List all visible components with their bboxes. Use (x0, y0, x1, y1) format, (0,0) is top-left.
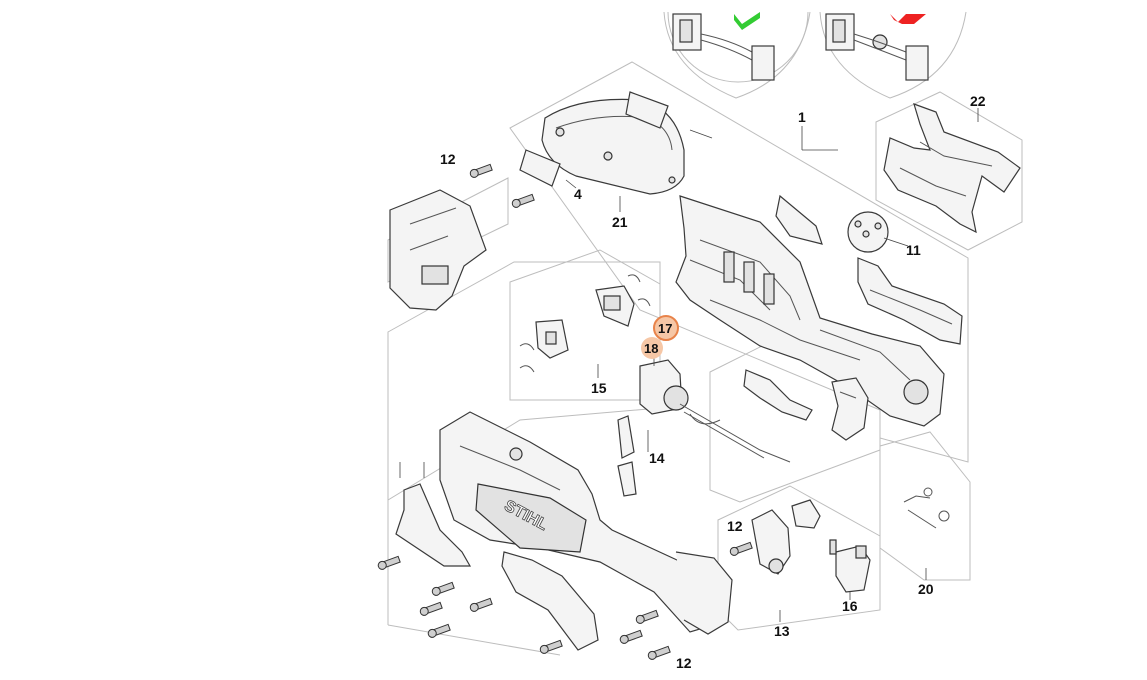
frame-1 (509, 61, 969, 463)
part-disc[interactable] (847, 211, 889, 253)
label-part-4[interactable]: 4 (574, 186, 582, 202)
label-part-21[interactable]: 21 (612, 214, 628, 230)
part-side-panels[interactable] (883, 103, 1021, 234)
detail-circle-error (819, 11, 967, 99)
hotspot-18-circle (641, 337, 663, 359)
label-part-12-mid[interactable]: 12 (727, 518, 743, 534)
label-part-18: 18 (644, 341, 658, 356)
frame-18 (509, 249, 661, 401)
label-part-17: 17 (658, 321, 672, 336)
label-part-13[interactable]: 13 (774, 623, 790, 639)
part-side-cover[interactable] (857, 257, 963, 345)
detail-circle-ok (663, 11, 811, 99)
part-handle-block[interactable] (389, 189, 487, 311)
frame-20 (879, 431, 971, 581)
frame-22 (875, 91, 1023, 251)
part-clip-14[interactable] (617, 415, 637, 497)
part-sticker-left[interactable] (519, 149, 561, 187)
part-sticker-top[interactable] (625, 91, 669, 129)
leader-lines (399, 108, 979, 622)
part-trigger-assembly[interactable] (743, 369, 869, 441)
part-grip-left[interactable] (395, 483, 472, 567)
part-sticker-right[interactable] (775, 194, 823, 245)
label-part-12-top[interactable]: 12 (440, 151, 456, 167)
part-main-housing[interactable] (675, 195, 945, 427)
label-part-15[interactable]: 15 (591, 380, 607, 396)
label-part-22[interactable]: 22 (970, 93, 986, 109)
hotspot-17-circle (653, 315, 679, 341)
label-part-20[interactable]: 20 (918, 581, 934, 597)
label-part-16[interactable]: 16 (842, 598, 858, 614)
hotspot-part-18[interactable]: 18 (641, 337, 663, 359)
part-trigger-13[interactable] (751, 499, 821, 575)
hotspot-part-17[interactable]: 17 (653, 315, 679, 341)
label-part-12-bottom[interactable]: 12 (676, 655, 692, 671)
part-switch-16[interactable] (829, 539, 871, 593)
part-springs-20[interactable] (903, 487, 950, 529)
ok-check-icon (734, 12, 760, 30)
screws-group (377, 163, 753, 660)
label-part-1[interactable]: 1 (798, 109, 806, 125)
part-switch-15[interactable] (519, 274, 651, 373)
label-part-11[interactable]: 11 (906, 242, 921, 258)
label-part-14[interactable]: 14 (649, 450, 665, 466)
error-x-icon (890, 14, 926, 24)
part-left-housing[interactable]: STIHL (439, 411, 733, 635)
part-motor-assembly[interactable] (639, 359, 791, 463)
part-grip-lower[interactable] (501, 551, 599, 651)
